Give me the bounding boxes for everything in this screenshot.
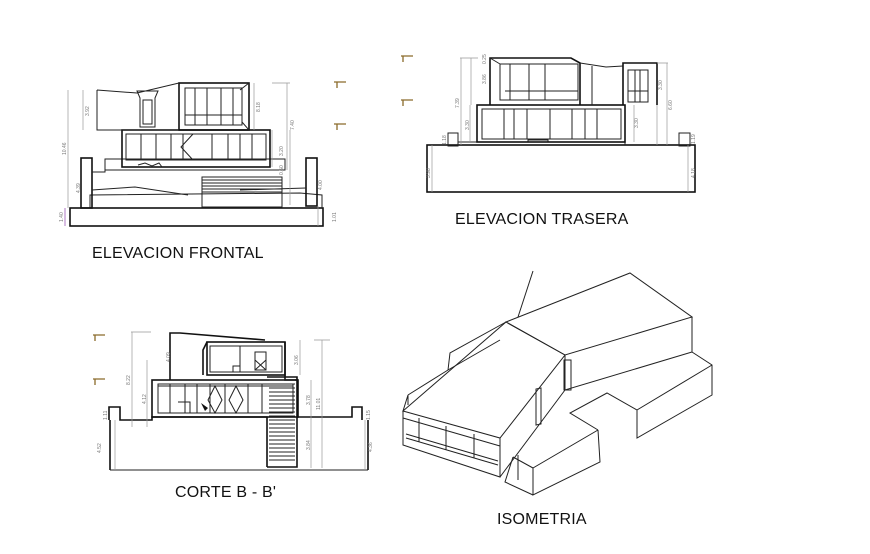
dim-label: 4.36 bbox=[368, 442, 374, 452]
rear-elevation-drawing: 7.39 3.86 0.25 3.30 1.18 3.98 3.30 3.30 … bbox=[401, 54, 697, 193]
dim-label: 1.15 bbox=[366, 410, 372, 420]
dim-label: 0.50 bbox=[279, 165, 285, 175]
dim-label: 7.39 bbox=[455, 98, 461, 108]
dim-label: 8.22 bbox=[126, 375, 132, 385]
dim-label: 3.20 bbox=[279, 146, 285, 156]
dim-label: 3.84 bbox=[306, 440, 312, 450]
dim-label: 3.30 bbox=[658, 80, 664, 90]
rear-elevation-title: ELEVACION TRASERA bbox=[455, 211, 629, 228]
section-title: CORTE B - B' bbox=[175, 484, 277, 501]
dim-label: 1.18 bbox=[442, 135, 448, 145]
isometric-drawing bbox=[401, 270, 713, 496]
dim-label: 3.92 bbox=[85, 106, 91, 116]
front-elevation-title: ELEVACION FRONTAL bbox=[92, 245, 264, 262]
dim-label: 4.12 bbox=[142, 394, 148, 404]
dim-label: 1.19 bbox=[691, 134, 697, 144]
level-marker-icon bbox=[401, 55, 413, 106]
level-marker-icon bbox=[334, 81, 346, 130]
dim-label: 4.39 bbox=[76, 183, 82, 193]
dim-label: 3.78 bbox=[306, 395, 312, 405]
dim-label: 3.98 bbox=[426, 168, 432, 178]
dim-label: 3.06 bbox=[294, 355, 300, 365]
isometric-title: ISOMETRIA bbox=[497, 511, 587, 528]
dim-label: 3.30 bbox=[465, 120, 471, 130]
dim-label: 1.40 bbox=[59, 212, 65, 222]
dim-label: 1.11 bbox=[103, 410, 109, 420]
section-drawing: 8.22 4.09 4.12 1.11 4.52 3.06 3.78 11.01… bbox=[93, 331, 374, 471]
dim-label: 0.25 bbox=[482, 54, 488, 64]
dim-label: 11.01 bbox=[316, 398, 322, 410]
dim-label: 3.86 bbox=[482, 74, 488, 84]
level-marker-icon bbox=[93, 334, 105, 385]
dim-label: 1.01 bbox=[332, 212, 338, 222]
dim-label: 4.09 bbox=[166, 352, 172, 362]
dim-label: 6.60 bbox=[668, 100, 674, 110]
dim-label: 4.52 bbox=[97, 443, 103, 453]
dim-label: 10.46 bbox=[62, 142, 68, 155]
dim-label: 4.00 bbox=[318, 180, 324, 190]
dim-label: 7.40 bbox=[290, 120, 296, 130]
front-elevation-drawing: 10.46 3.92 4.39 1.40 8.18 7.40 3.20 0.50… bbox=[59, 81, 346, 227]
dim-label: 3.30 bbox=[634, 118, 640, 128]
dim-label: 4.18 bbox=[691, 168, 697, 178]
dim-label: 8.18 bbox=[256, 102, 262, 112]
